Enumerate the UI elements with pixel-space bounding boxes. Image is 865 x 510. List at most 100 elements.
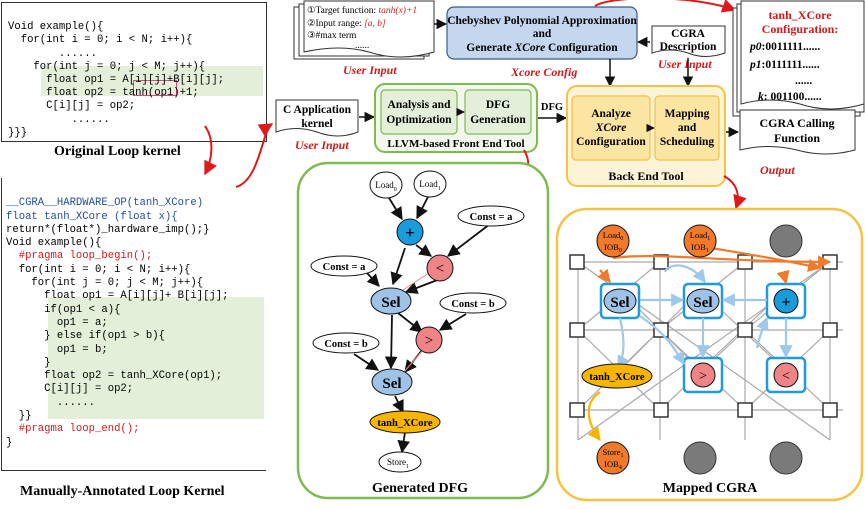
- xcore-config-document: tanh_XCore Configuration: p0:0011111....…: [732, 0, 865, 117]
- code-line: }}: [6, 410, 32, 423]
- generated-dfg: Load0 Load1 Const = a + < Const = a Sel …: [296, 161, 550, 500]
- code-line: }: [6, 356, 51, 369]
- user-input-document: ①Target function: tanh(x)+1 ②Input range…: [293, 0, 435, 60]
- annotated-code: __CGRA__HARDWARE_OP(tanh_XCore)float tan…: [6, 184, 229, 463]
- arrow-chebyshev-to-xcore-config: [594, 0, 737, 13]
- dfg-sel-node-2: [371, 368, 413, 396]
- svg-text:C Application: C Application: [283, 104, 352, 116]
- code-line: op1 = a;: [6, 316, 108, 329]
- svg-text:Generation: Generation: [470, 114, 526, 126]
- svg-text:Analyze: Analyze: [591, 108, 631, 120]
- svg-text:Load1: Load1: [419, 179, 441, 192]
- dfg-store-node: [378, 451, 422, 473]
- chebyshev-box: Chebyshev Polynomial Approximation and G…: [446, 6, 638, 60]
- user-input-label-2: User Input: [658, 57, 712, 71]
- svg-text:①Target function: tanh(x)+1: ①Target function: tanh(x)+1: [307, 5, 417, 16]
- arrow-annotated-to-capp: [235, 123, 274, 188]
- dfg-gt-node: [415, 326, 443, 354]
- svg-text:CGRA: CGRA: [671, 28, 706, 40]
- code-line: __CGRA__HARDWARE_OP(tanh_XCore): [6, 197, 204, 210]
- dfg-add-node: [396, 218, 424, 246]
- dfg-load0-node: [369, 171, 403, 199]
- mapped-gt: >: [699, 369, 707, 384]
- tanh-highlight-box: [133, 80, 177, 96]
- dfg-caption: Generated DFG: [372, 481, 468, 496]
- code-line: C[i][j] = op2;: [6, 383, 134, 396]
- annotated-code-caption: Manually-Annotated Loop Kernel: [20, 484, 225, 499]
- original-code: Void example(){ for(int i = 0; i < N; i+…: [8, 8, 224, 153]
- code-line: if(op1 < a){: [6, 303, 121, 316]
- svg-text:Analysis and: Analysis and: [388, 99, 452, 111]
- dfg-sel-node-1: [370, 287, 412, 315]
- c-application-kernel-box: C Application kernel: [275, 99, 359, 137]
- code-line: for(int j = 0; j < M; j++){: [8, 60, 206, 73]
- code-line: float op1 = A[i][j]+B[i][j];: [8, 74, 225, 87]
- code-line: }}}: [8, 126, 28, 139]
- svg-text:......: ......: [355, 41, 369, 51]
- svg-text:IOB0: IOB0: [604, 242, 622, 254]
- original-code-caption: Original Loop kernel: [54, 144, 181, 159]
- xcore-config-label: Xcore Config: [510, 65, 577, 79]
- mapped-cgra: Load0 IOB0 Load1 IOB1 Store1 IOB4 Sel Se…: [555, 207, 864, 502]
- svg-text:XCore: XCore: [595, 122, 627, 134]
- svg-text:Sel: Sel: [382, 376, 401, 392]
- dfg-lt-node: [426, 254, 454, 282]
- svg-text:and: and: [533, 28, 552, 40]
- frontend-tool: Analysis and Optimization DFG Generation…: [374, 83, 538, 153]
- svg-text:>: >: [425, 333, 433, 349]
- svg-text:Store1: Store1: [603, 447, 624, 459]
- svg-text:LLVM-based Front End Tool: LLVM-based Front End Tool: [387, 138, 524, 150]
- code-line: Void example(){: [6, 237, 102, 250]
- code-line: op1 = b;: [6, 343, 108, 356]
- original-code-highlight: [41, 66, 263, 96]
- dfg-tanh-xcore-node: [369, 410, 441, 434]
- svg-text:Configuration:: Configuration:: [762, 22, 839, 36]
- svg-text:Function: Function: [774, 131, 820, 145]
- svg-text:Const = b: Const = b: [324, 339, 367, 350]
- svg-text:k: 001100......: k: 001100......: [758, 91, 822, 103]
- arrow-original-to-annotated: [204, 125, 217, 176]
- code-line: }: [6, 436, 13, 449]
- code-line: #pragma loop_end();: [6, 423, 140, 436]
- mapped-caption: Mapped CGRA: [663, 481, 758, 496]
- svg-text:p1:0111111......: p1:0111111......: [749, 59, 820, 71]
- code-line: float op1 = A[i][j]+ B[i][j];: [6, 290, 229, 303]
- dfg-load1-node: [413, 170, 447, 198]
- svg-text:Configuration: Configuration: [576, 136, 646, 148]
- svg-text:Generate XCore Configuration: Generate XCore Configuration: [466, 42, 618, 54]
- dfg-const-a-node-1: [457, 205, 525, 227]
- svg-text:+: +: [405, 223, 415, 242]
- svg-text:p0:0011111......: p0:0011111......: [749, 41, 820, 53]
- mapped-add: +: [781, 294, 790, 311]
- svg-text:Store1: Store1: [387, 457, 409, 470]
- svg-text:Optimization: Optimization: [386, 114, 452, 126]
- svg-text:Chebyshev Polynomial Approxima: Chebyshev Polynomial Approximation: [447, 15, 637, 27]
- svg-text:Mapping: Mapping: [665, 108, 710, 120]
- code-line: C[i][j] = op2;: [8, 100, 136, 113]
- svg-text:tanh_XCore: tanh_XCore: [768, 8, 832, 22]
- svg-text:tanh_XCore: tanh_XCore: [377, 418, 433, 429]
- svg-text:Load0: Load0: [603, 230, 623, 242]
- mapped-lt: <: [782, 369, 790, 384]
- user-input-label-3: User Input: [295, 138, 349, 152]
- mapped-tanh-xcore: tanh_XCore: [589, 372, 645, 383]
- mapped-sel-1: Sel: [610, 295, 629, 311]
- code-line: ......: [6, 396, 96, 409]
- cgra-calling-function-box: CGRA Calling Function: [739, 109, 856, 155]
- svg-text:Back End Tool: Back End Tool: [608, 169, 684, 183]
- user-input-label-1: User Input: [343, 63, 397, 77]
- cgra-description-box: CGRA Description: [651, 25, 726, 57]
- svg-text:kernel: kernel: [301, 118, 332, 130]
- svg-text:Sel: Sel: [381, 295, 400, 311]
- dfg-const-b-node-2: [312, 332, 380, 354]
- svg-text:and: and: [678, 122, 697, 134]
- code-line: ......: [8, 113, 110, 126]
- svg-text:DFG: DFG: [486, 99, 510, 111]
- code-line: for(int j = 0; j < M; j++){: [6, 277, 204, 290]
- arrow-backend-to-mapped: [723, 175, 747, 210]
- dfg-arrow-label: DFG: [541, 102, 563, 113]
- svg-text:③#max term: ③#max term: [307, 30, 357, 41]
- code-line: for(int i = 0; i < N; i++){: [6, 263, 191, 276]
- svg-text:②Input range: [a, b]: ②Input range: [a, b]: [307, 18, 386, 29]
- code-line: float tanh_XCore (float x){: [6, 210, 178, 223]
